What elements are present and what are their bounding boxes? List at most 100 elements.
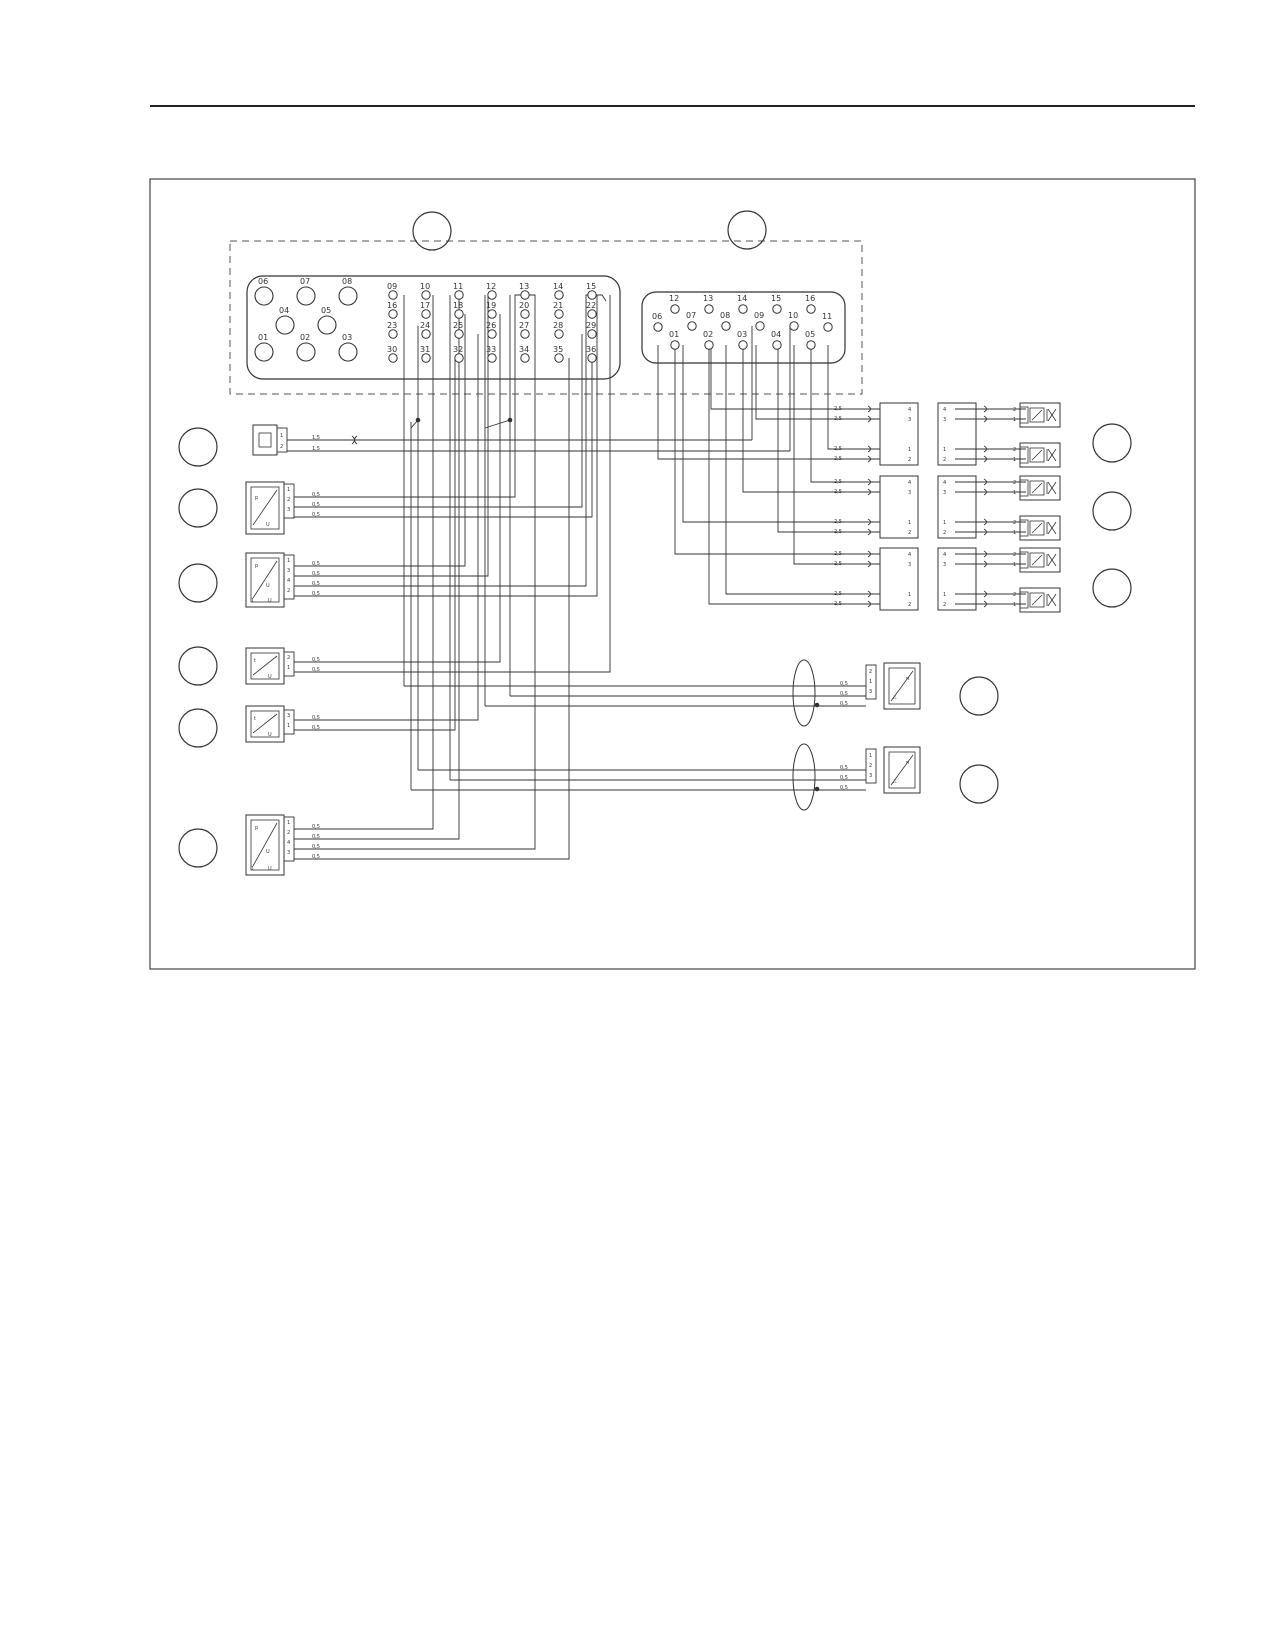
temp-sensor-1-glyph: U: [268, 674, 272, 680]
ref-circle-k: [1092, 568, 1132, 608]
pressure-temp-sensor-1-terminals-label: 2: [287, 588, 290, 594]
plug-symbol: [983, 415, 987, 423]
connector-b-pin-label: 05: [805, 330, 815, 339]
ref-circle-h: [178, 828, 218, 868]
bus-box: [879, 547, 919, 611]
connector-a-pin-label: 02: [300, 333, 310, 342]
ref-circle-j: [1092, 491, 1132, 531]
temp-sensor-2-glyph: U: [268, 732, 272, 738]
shield-bundle-1: [792, 659, 816, 727]
pressure-temp-sensor-2-inner: [250, 819, 280, 871]
speed-sensor-1-glyph: n: [906, 676, 909, 682]
plug-symbol: [867, 600, 871, 608]
connector-a-pin: [454, 329, 464, 339]
connector-b-pin: [772, 304, 782, 314]
connector-b-pin-label: 15: [771, 294, 781, 303]
connector-a-pin-label: 35: [553, 345, 563, 354]
wire-gauge-label: 2,5: [834, 561, 842, 567]
temp-sensor-1-glyph: t: [254, 658, 256, 664]
connector-b-pin-label: 16: [805, 294, 815, 303]
connector-a-pin-label: 08: [342, 277, 352, 286]
connector-b-pin: [687, 321, 697, 331]
solenoid-valve-coil: [1029, 480, 1045, 496]
solenoid-valve-terminal: [1019, 591, 1029, 609]
connector-a-power-pin: [338, 342, 358, 362]
connector-a-pin-label: 26: [486, 321, 496, 330]
connector-a-pin: [587, 353, 597, 363]
ref-circle-b: [727, 210, 767, 250]
wire: [294, 295, 489, 577]
connector-a-pin: [487, 309, 497, 319]
connector-a-pin-label: 30: [387, 345, 397, 354]
ref-circle-e: [178, 563, 218, 603]
plug-symbol: [983, 528, 987, 536]
connector-a-pin: [421, 309, 431, 319]
connector-a-power-pin: [254, 342, 274, 362]
bus-box-mate-terminal: 3: [943, 562, 946, 568]
connector-a-pin-label: 17: [420, 301, 430, 310]
wire: [294, 294, 536, 850]
connector-b-pin-label: 08: [720, 311, 730, 320]
switch-sensor: [252, 424, 278, 456]
wire: [710, 345, 848, 410]
solenoid-valve-coil: [1029, 552, 1045, 568]
plug-symbol: [983, 600, 987, 608]
bus-box-terminal: 2: [908, 530, 911, 536]
wire-gauge-label: 1,5: [312, 446, 320, 452]
bus-box-terminal: 1: [908, 447, 911, 453]
connector-a-power-pin: [254, 286, 274, 306]
speed-sensor-2-diag: [890, 754, 914, 786]
solenoid-valve-pin: 2: [1013, 407, 1016, 413]
pressure-temp-sensor-1-terminals: [283, 554, 295, 600]
pressure-sensor-1-terminals-label: 3: [287, 507, 290, 513]
speed-sensor-1-diag: [890, 670, 914, 702]
temp-sensor-2-terminals-label: 3: [287, 713, 290, 719]
connector-b-pin-label: 07: [686, 311, 696, 320]
plug-symbol: [867, 560, 871, 568]
wire-gauge-label: 0,5: [312, 667, 320, 673]
solenoid-valve-pin: 1: [1013, 562, 1016, 568]
connector-b-pin-label: 09: [754, 311, 764, 320]
solenoid-valve-pin: 1: [1013, 602, 1016, 608]
connector-a-pin: [587, 290, 597, 300]
connector-a-pin-label: 07: [300, 277, 310, 286]
wire: [410, 419, 419, 429]
connector-a-pin-label: 32: [453, 345, 463, 354]
pressure-temp-sensor-1-terminals-label: 3: [287, 568, 290, 574]
shield-bundle-2: [792, 743, 816, 811]
connector-b-pin: [653, 322, 663, 332]
connector-b-pin-label: 14: [737, 294, 747, 303]
wire-gauge-label: 0,5: [840, 691, 848, 697]
wire-gauge-label: 0,5: [840, 785, 848, 791]
connector-a-pin-label: 03: [342, 333, 352, 342]
connector-b-pin: [806, 304, 816, 314]
wire-layer: [287, 294, 1026, 860]
bus-box-terminal: 3: [908, 490, 911, 496]
pressure-temp-sensor-2-terminals-label: 3: [287, 850, 290, 856]
bus-box-mate-terminal: 2: [943, 457, 946, 463]
speed-sensor-2-terminal-label: 2: [869, 763, 872, 769]
solenoid-valve-coil-diag: [1031, 409, 1043, 421]
solenoid-valve: [1019, 547, 1061, 573]
bus-box-mate: [937, 402, 977, 466]
wire: [827, 345, 848, 450]
connector-b-pin: [704, 340, 714, 350]
wire-gauge-label: 2,5: [834, 416, 842, 422]
solenoid-valve-pin: 2: [1013, 592, 1016, 598]
solenoid-valve-terminal: [1019, 519, 1029, 537]
wire: [294, 358, 593, 518]
connector-a-pin: [554, 329, 564, 339]
connector-a-pin: [454, 309, 464, 319]
connector-a-pin-label: 01: [258, 333, 268, 342]
connector-b-pin: [772, 340, 782, 350]
plug-symbol: [983, 478, 987, 486]
solenoid-valve-symbol: [1046, 448, 1057, 462]
connector-b-pin: [738, 340, 748, 350]
connector-b-pin-label: 11: [822, 312, 832, 321]
bus-box-mate-terminal: 2: [943, 530, 946, 536]
connector-b-pin-label: 12: [669, 294, 679, 303]
connector-a-pin: [487, 290, 497, 300]
solenoid-valve-terminal: [1019, 479, 1029, 497]
switch-terminal-strip: [276, 427, 288, 453]
